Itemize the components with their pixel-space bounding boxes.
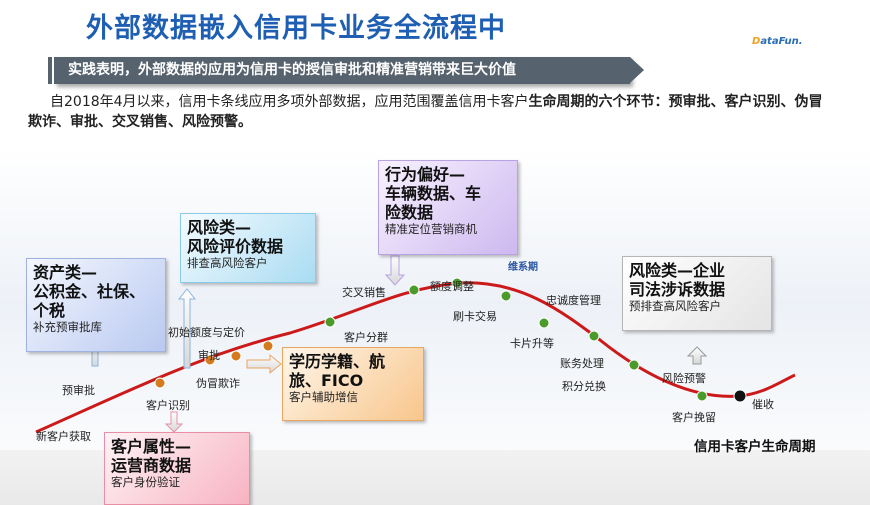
intro-paragraph: 自2018年4月以来，信用卡条线应用多项外部数据，应用范围覆盖信用卡客户生命周期…: [28, 94, 823, 130]
up-arrow-legal: [686, 346, 708, 365]
stage-label-limit-adjust: 额度调整: [430, 280, 474, 293]
stage-label-card-upgrade: 卡片升等: [510, 337, 554, 350]
stage-marker: [696, 390, 708, 402]
stage-label-approval: 审批: [198, 349, 220, 362]
stage-label-retention-period: 维系期: [508, 262, 538, 273]
customer-attribute-box: 客户属性— 运营商数据 客户身份验证: [104, 432, 250, 505]
stage-marker: [230, 350, 242, 362]
up-arrow-risk: [177, 288, 197, 369]
right-arrow-education: [246, 353, 282, 375]
stage-marker: [154, 377, 166, 389]
stage-label-loyalty: 忠诚度管理: [546, 294, 601, 307]
stage-label-retention: 客户挽留: [672, 411, 716, 424]
stage-label-new-customer: 新客户获取: [36, 430, 91, 443]
stage-label-collection: 催收: [752, 398, 774, 411]
asset-data-box: 资产类— 公积金、社保、 个税 补充预审批库: [26, 258, 166, 352]
stage-marker: [538, 317, 550, 329]
stage-label-transactions: 刷卡交易: [453, 310, 497, 323]
stage-label-initial-limit: 初始额度与定价: [168, 326, 245, 339]
stage-marker: [588, 330, 600, 342]
datafun-logo: DataFun.: [752, 36, 803, 47]
behavior-preference-box: 行为偏好— 车辆数据、车 险数据 精准定位营销商机: [378, 160, 518, 255]
down-arrow-customer: [164, 411, 184, 433]
stage-label-pre-approval: 预审批: [62, 384, 95, 397]
stage-marker: [451, 277, 463, 289]
stage-label-points: 积分兑换: [562, 380, 606, 393]
lifecycle-caption: 信用卡客户生命周期: [694, 439, 816, 455]
stage-label-segmentation: 客户分群: [344, 331, 388, 344]
banner-accent: [48, 57, 52, 84]
legal-risk-box: 风险类—企业 司法涉诉数据 预排查高风险客户: [622, 256, 772, 331]
risk-evaluation-box: 风险类— 风险评价数据 排查高风险客户: [180, 213, 316, 283]
stage-label-fraud: 伪冒欺诈: [196, 377, 240, 390]
slide-title: 外部数据嵌入信用卡业务全流程中: [86, 13, 506, 44]
stage-marker: [628, 359, 640, 371]
stage-marker: [500, 290, 512, 302]
summary-banner: 实践表明，外部数据的应用为信用卡的授信审批和精准营销带来巨大价值: [54, 57, 644, 84]
stage-marker: [733, 389, 747, 403]
stage-label-risk-warning: 风险预警: [662, 372, 706, 385]
down-arrow-behavior: [384, 255, 406, 286]
stage-label-cross-sell: 交叉销售: [342, 286, 386, 299]
stage-marker: [204, 354, 216, 366]
stage-marker: [408, 284, 420, 296]
stage-label-customer-id: 客户识别: [146, 399, 190, 412]
stage-marker: [262, 340, 274, 352]
education-travel-box: 学历学籍、航 旅、FICO 客户辅助增信: [282, 347, 424, 421]
stage-label-account: 账务处理: [560, 357, 604, 370]
stage-marker: [324, 316, 336, 328]
